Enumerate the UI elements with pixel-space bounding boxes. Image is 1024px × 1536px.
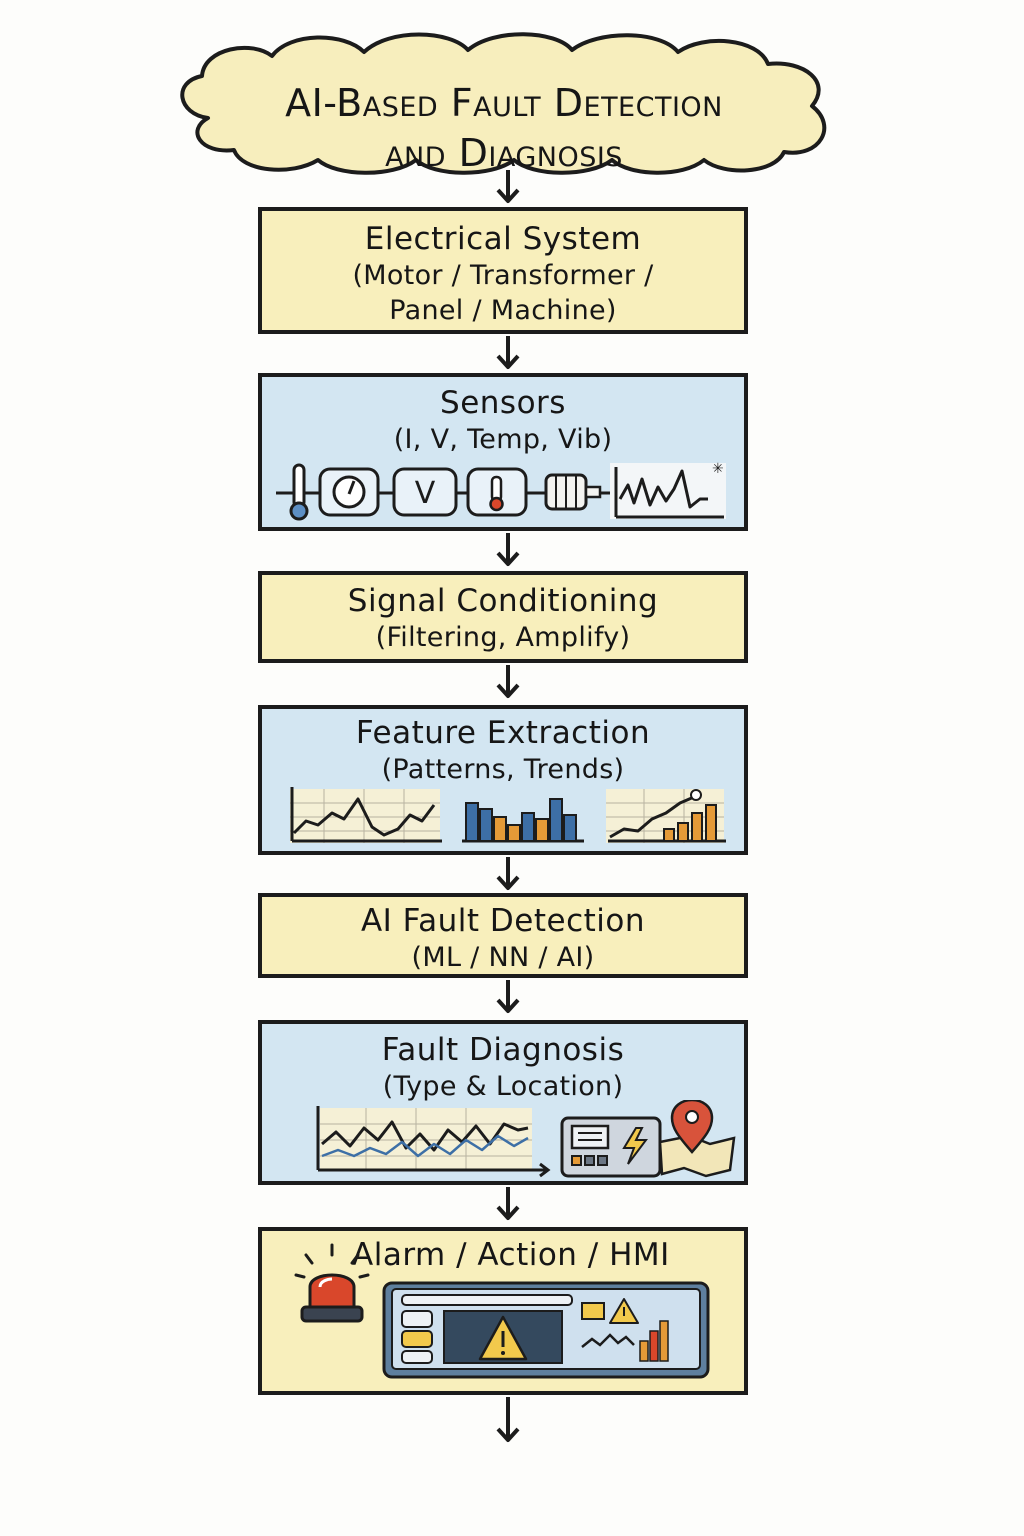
gauge-icon: [318, 467, 380, 517]
step-sensors: Sensors (I, V, Temp, Vib) V: [258, 373, 748, 531]
arrow-down-icon: [496, 980, 520, 1013]
step-title: Sensors: [440, 385, 566, 421]
bar-chart-icon: [462, 798, 584, 843]
diagram-title: AI-Based Fault Detection and Diagnosis: [208, 78, 800, 178]
alarm-light-icon: [294, 1243, 370, 1323]
step-subtitle: Panel / Machine): [389, 295, 617, 326]
cloud-shape: [180, 32, 827, 175]
arrow-down-icon: [496, 170, 520, 203]
step-title: AI Fault Detection: [360, 903, 646, 939]
step-title: Alarm / Action / HMI: [352, 1237, 670, 1273]
step-subtitle: (Filtering, Amplify): [375, 622, 631, 653]
step-ai-fault-detection: AI Fault Detection (ML / NN / AI): [258, 893, 748, 978]
step-signal-conditioning: Signal Conditioning (Filtering, Amplify): [258, 571, 748, 663]
step-title: Electrical System: [364, 221, 642, 257]
thermometer-icon: [289, 463, 309, 521]
step-electrical-system: Electrical System (Motor / Transformer /…: [258, 207, 748, 334]
step-feature-extraction: Feature Extraction (Patterns, Trends): [258, 705, 748, 855]
warning-icon: [478, 1315, 528, 1361]
svg-text:✳: ✳: [712, 461, 724, 477]
title-line-2: and Diagnosis: [385, 131, 623, 175]
motor-icon: [544, 473, 602, 511]
arrow-down-icon: [496, 336, 520, 369]
step-subtitle: (ML / NN / AI): [411, 942, 595, 973]
trend-chart-icon: [606, 789, 726, 843]
step-title: Feature Extraction: [355, 715, 651, 751]
thermometer-icon: [466, 467, 528, 517]
diagnosis-illustration: [316, 1100, 736, 1178]
arrow-down-icon: [496, 533, 520, 566]
arrow-down-icon: [496, 665, 520, 698]
line-chart-icon: [290, 787, 442, 843]
voltmeter-icon: V: [392, 467, 458, 517]
step-title: Fault Diagnosis: [381, 1032, 625, 1068]
sensor-illustration: V ✳: [276, 461, 726, 521]
title-cloud: AI-Based Fault Detection and Diagnosis: [168, 26, 840, 176]
feature-charts: [290, 787, 726, 843]
step-subtitle: (Patterns, Trends): [381, 754, 625, 785]
voltmeter-letter: V: [415, 476, 436, 511]
step-subtitle: (Motor / Transformer /: [352, 260, 654, 291]
step-fault-diagnosis: Fault Diagnosis (Type & Location): [258, 1020, 748, 1185]
waveform-chart-icon: [316, 1106, 551, 1178]
vibration-chart-icon: ✳: [610, 461, 726, 519]
step-subtitle: (Type & Location): [382, 1071, 624, 1102]
arrow-down-icon: [496, 857, 520, 890]
step-subtitle: (I, V, Temp, Vib): [393, 424, 613, 455]
step-alarm-action-hmi: Alarm / Action / HMI: [258, 1227, 748, 1395]
arrow-down-icon: [496, 1187, 520, 1220]
hmi-screen-icon: [382, 1281, 710, 1379]
location-pin-icon: [670, 1100, 714, 1154]
control-panel-icon: [560, 1116, 662, 1178]
arrow-down-icon: [496, 1397, 520, 1442]
warning-icon: [609, 1298, 639, 1324]
title-line-1: AI-Based Fault Detection: [285, 81, 723, 125]
step-title: Signal Conditioning: [347, 583, 659, 619]
